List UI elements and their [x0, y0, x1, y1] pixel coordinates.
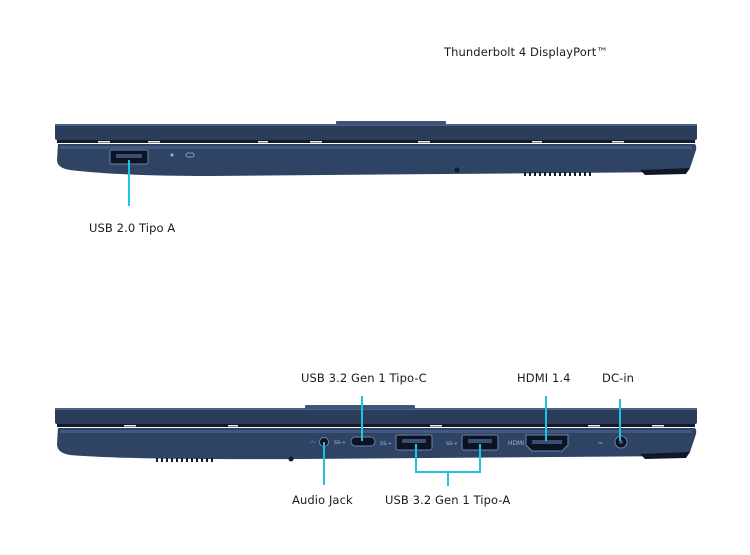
dc-in-label: DC-in: [602, 371, 635, 385]
audio-jack-label: Audio Jack: [292, 493, 353, 507]
vent-grille: [524, 172, 591, 176]
usb2-label: USB 2.0 Tipo A: [89, 221, 176, 235]
laptop-lid-bottom: [55, 408, 697, 424]
svg-text:◠: ◠: [310, 440, 315, 447]
usb-a-label: USB 3.2 Gen 1 Tipo-A: [385, 493, 511, 507]
thunderbolt-label: Thunderbolt 4 DisplayPort™: [444, 45, 608, 59]
svg-text:ss⇢: ss⇢: [446, 440, 457, 447]
svg-text:ss⇢: ss⇢: [334, 439, 345, 446]
hdmi-label: HDMI 1.4: [517, 371, 571, 385]
led-indicator-icon: [170, 153, 174, 157]
laptop-base-top: [57, 144, 697, 176]
svg-text:ss⇢: ss⇢: [380, 440, 391, 447]
vent-dot: [454, 167, 460, 173]
svg-text:⎓: ⎓: [598, 440, 603, 447]
laptop-lid-top: [55, 124, 697, 140]
vent-grille-bottom: [156, 458, 213, 462]
callout-lines: [323, 396, 621, 486]
hdmi-glyph: HDMI: [508, 440, 524, 447]
usb-c-label: USB 3.2 Gen 1 Tipo-C: [301, 371, 427, 385]
